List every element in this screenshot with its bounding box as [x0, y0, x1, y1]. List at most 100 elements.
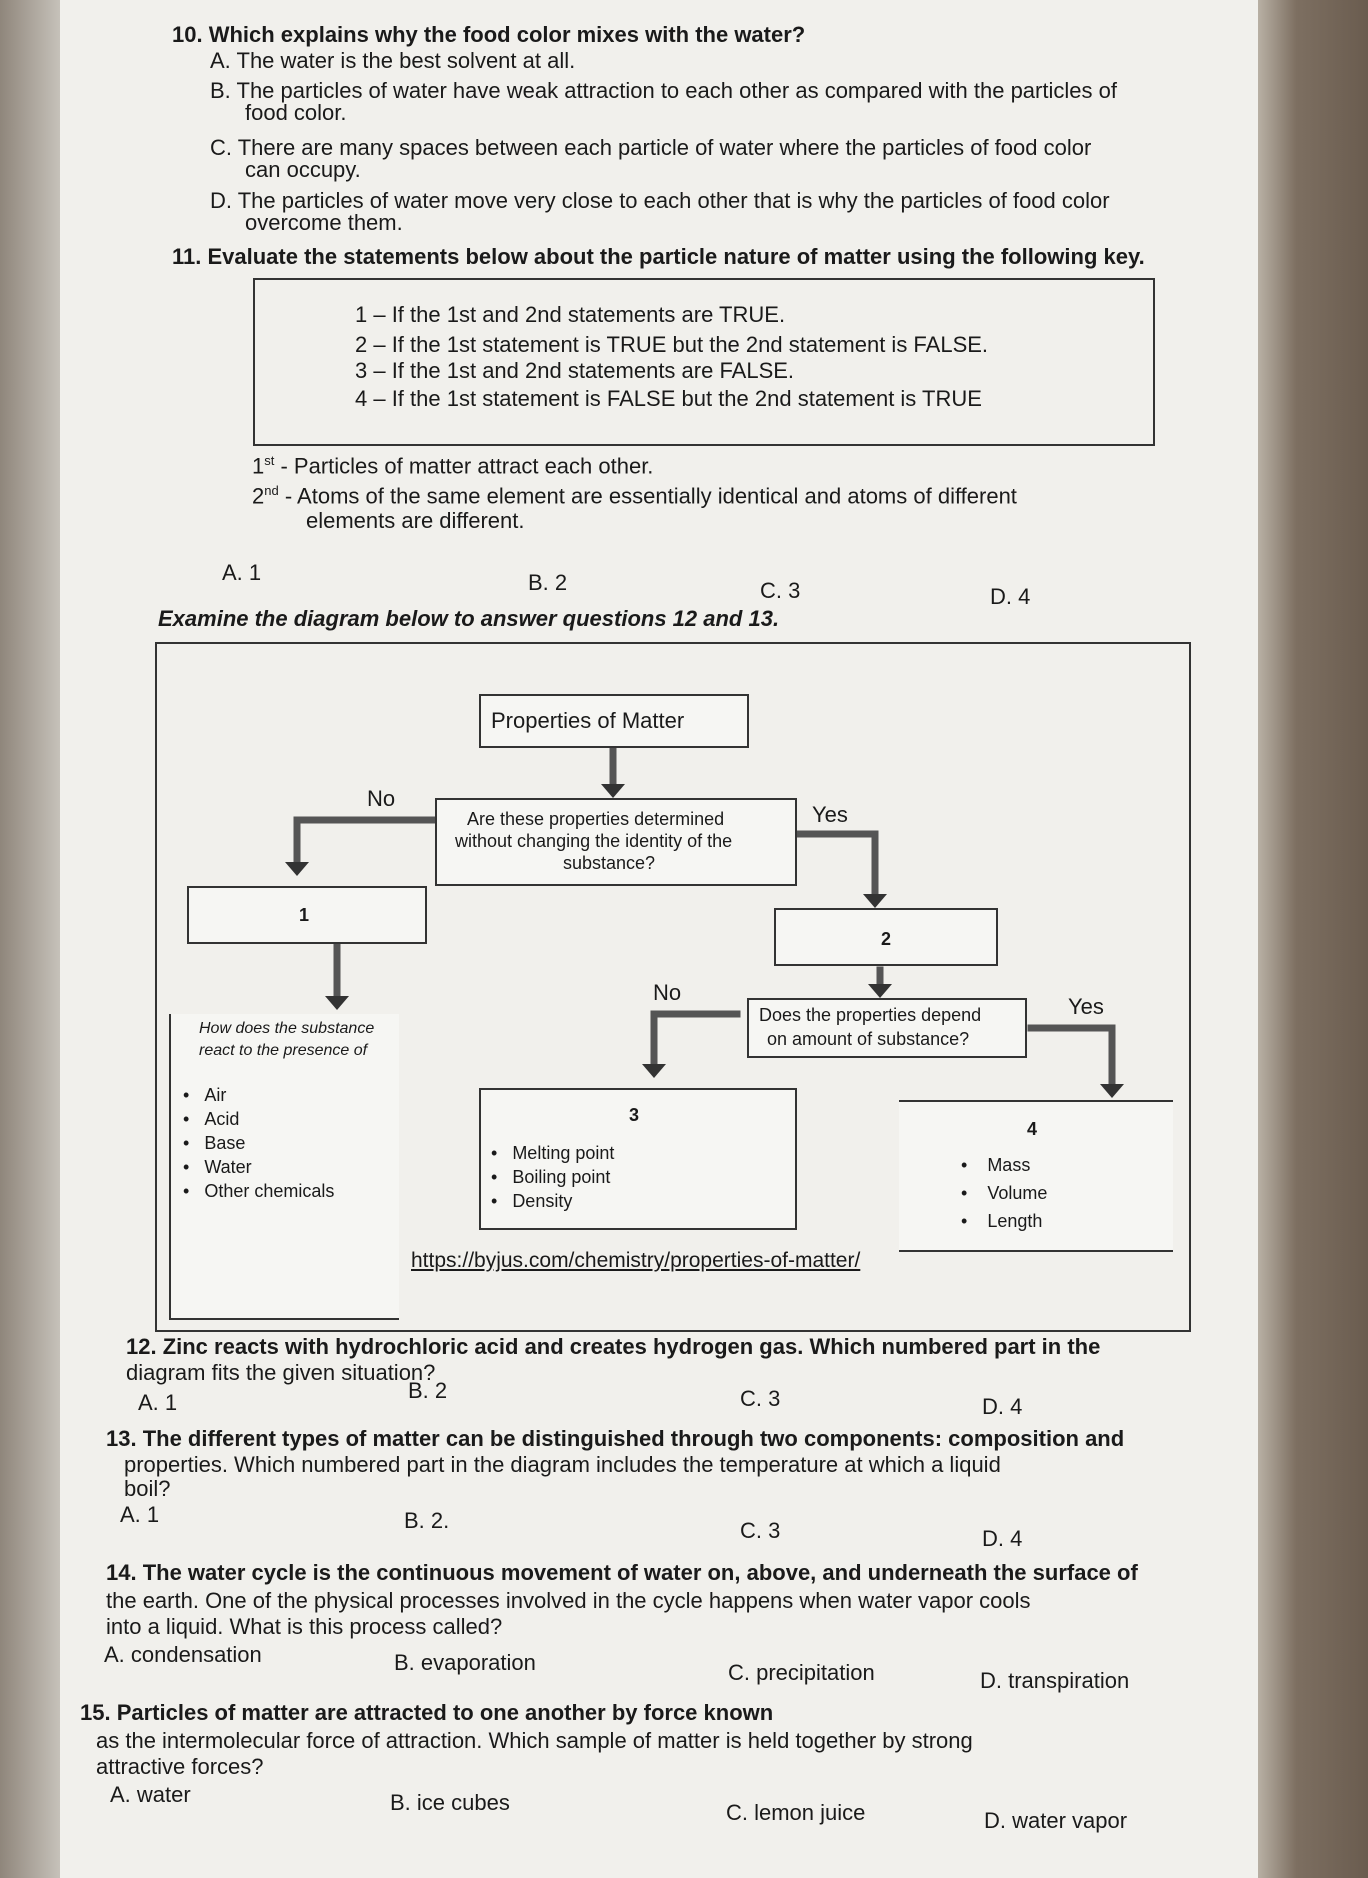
q11-stem: 11. Evaluate the statements below about … [172, 244, 1145, 269]
yes-label-1: Yes [812, 802, 848, 827]
q13-stem-cont-1: properties. Which numbered part in the d… [124, 1452, 1001, 1477]
react-item-2-text: Acid [204, 1109, 240, 1129]
q14-stem: 14. The water cycle is the continuous mo… [106, 1560, 1138, 1585]
react-item-4: • Water [183, 1157, 252, 1177]
box-3-item-3: • Density [491, 1191, 573, 1211]
statement-2-cont: elements are different. [306, 508, 525, 533]
key-item-1: 1 – If the 1st and 2nd statements are TR… [355, 302, 786, 327]
react-item-2: • Acid [183, 1109, 240, 1129]
key-item-4: 4 – If the 1st statement is FALSE but th… [355, 386, 982, 411]
q12-stem: 12. Zinc reacts with hydrochloric acid a… [126, 1334, 1101, 1359]
identity-question-line-3: substance? [563, 853, 656, 873]
properties-of-matter-diagram: Properties of Matter No Yes Are these pr… [155, 642, 1191, 1332]
statement-1-text: - Particles of matter attract each other… [274, 453, 654, 479]
q10-stem: 10. Which explains why the food color mi… [172, 22, 806, 47]
box-1-label: 1 [299, 905, 310, 925]
q13-stem: 13. The different types of matter can be… [106, 1426, 1125, 1451]
q13-option-c[interactable]: C. 3 [740, 1518, 781, 1543]
q11-option-a[interactable]: A. 1 [222, 560, 262, 585]
q14-stem-cont-2: into a liquid. What is this process call… [106, 1614, 503, 1639]
q13-option-d[interactable]: D. 4 [982, 1526, 1023, 1551]
statement-1-suffix: st [264, 453, 275, 468]
key-item-3: 3 – If the 1st and 2nd statements are FA… [355, 358, 795, 383]
title-box: Properties of Matter [479, 694, 749, 748]
box-3: 3 • Melting point • Boiling point • Dens… [479, 1088, 797, 1230]
box-1: 1 [187, 886, 427, 944]
react-item-1-text: Air [204, 1085, 227, 1105]
statement-1-number: 1 [252, 453, 265, 479]
q12-option-d[interactable]: D. 4 [982, 1394, 1023, 1419]
amount-question-line-2: on amount of substance? [767, 1029, 970, 1049]
q11-option-b[interactable]: B. 2 [528, 570, 568, 595]
box-2-label: 2 [881, 929, 892, 949]
q15-option-c[interactable]: C. lemon juice [726, 1800, 866, 1825]
yes-label-2: Yes [1068, 994, 1104, 1019]
react-item-3-text: Base [204, 1133, 246, 1153]
box-4-label: 4 [1027, 1119, 1038, 1139]
diagram-connectors [285, 744, 1124, 1098]
react-item-1: • Air [183, 1085, 227, 1105]
identity-question-box: Are these properties determined without … [435, 798, 797, 886]
q13-stem-cont-2: boil? [124, 1476, 171, 1501]
no-label-1: No [367, 786, 396, 811]
q13-option-b[interactable]: B. 2. [404, 1508, 450, 1533]
statement-2: 2nd - Atoms of the same element are esse… [252, 478, 1017, 509]
diagram-instruction: Examine the diagram below to answer ques… [158, 606, 780, 631]
box-4: 4 • Mass • Volume • Length [899, 1100, 1173, 1252]
q14-option-d[interactable]: D. transpiration [980, 1668, 1130, 1693]
q14-option-c[interactable]: C. precipitation [728, 1660, 875, 1685]
q11-option-c[interactable]: C. 3 [760, 578, 801, 603]
react-item-3: • Base [183, 1133, 246, 1153]
statement-1: 1st - Particles of matter attract each o… [252, 448, 653, 479]
q12-stem-cont: diagram fits the given situation? [126, 1360, 436, 1385]
q15-option-b[interactable]: B. ice cubes [390, 1790, 510, 1815]
box-3-item-2-text: Boiling point [512, 1167, 611, 1187]
q10-option-b[interactable]: B. The particles of water have weak attr… [210, 78, 1117, 103]
source-url[interactable]: https://byjus.com/chemistry/properties-o… [411, 1249, 861, 1272]
q15-stem-cont-1: as the intermolecular force of attractio… [96, 1728, 973, 1753]
q14-option-a[interactable]: A. condensation [104, 1642, 262, 1667]
q13-option-a[interactable]: A. 1 [120, 1502, 160, 1527]
q10-option-c-cont: can occupy. [245, 157, 361, 182]
box-4-item-1-text: Mass [987, 1155, 1031, 1175]
diagram-title: Properties of Matter [491, 708, 685, 733]
background-surface-left [0, 0, 70, 1878]
q14-stem-cont-1: the earth. One of the physical processes… [106, 1588, 1031, 1613]
q15-option-d[interactable]: D. water vapor [984, 1808, 1128, 1833]
background-surface-right [1258, 0, 1368, 1878]
q10-option-d[interactable]: D. The particles of water move very clos… [210, 188, 1110, 213]
amount-question-line-1: Does the properties depend [759, 1005, 982, 1025]
box-4-item-1: • Mass [961, 1155, 1031, 1175]
q10-option-a[interactable]: A. The water is the best solvent at all. [210, 48, 576, 73]
box-3-item-2: • Boiling point [491, 1167, 611, 1187]
box-3-label: 3 [629, 1105, 640, 1125]
react-item-5: • Other chemicals [183, 1181, 335, 1201]
box-react: How does the substance react to the pres… [169, 1014, 399, 1320]
identity-question-line-1: Are these properties determined [467, 809, 725, 829]
q15-option-a[interactable]: A. water [110, 1782, 191, 1807]
react-item-5-text: Other chemicals [204, 1181, 335, 1201]
q10-option-b-cont: food color. [245, 100, 347, 125]
box-3-item-3-text: Density [512, 1191, 573, 1211]
q12-option-c[interactable]: C. 3 [740, 1386, 781, 1411]
box-4-item-2: • Volume [961, 1183, 1048, 1203]
react-question-line-1: How does the substance [199, 1020, 375, 1037]
q12-option-a[interactable]: A. 1 [138, 1390, 178, 1415]
box-3-item-1: • Melting point [491, 1143, 615, 1163]
statement-2-text: - Atoms of the same element are essentia… [278, 483, 1017, 509]
no-label-2: No [653, 980, 682, 1005]
q12-option-b[interactable]: B. 2 [408, 1378, 448, 1403]
identity-question-line-2: without changing the identity of the [455, 831, 733, 851]
q11-option-d[interactable]: D. 4 [990, 584, 1031, 609]
q15-stem-cont-2: attractive forces? [96, 1754, 264, 1779]
statement-2-suffix: nd [264, 483, 279, 498]
react-question-line-2: react to the presence of [199, 1042, 368, 1059]
box-4-item-2-text: Volume [987, 1183, 1048, 1203]
statement-2-number: 2 [252, 483, 265, 509]
q10-option-c[interactable]: C. There are many spaces between each pa… [210, 135, 1092, 160]
box-2: 2 [774, 908, 998, 966]
q15-stem: 15. Particles of matter are attracted to… [80, 1700, 774, 1725]
q11-key-box: 1 – If the 1st and 2nd statements are TR… [253, 278, 1155, 446]
q14-option-b[interactable]: B. evaporation [394, 1650, 536, 1675]
q10-option-d-cont: overcome them. [245, 210, 403, 235]
